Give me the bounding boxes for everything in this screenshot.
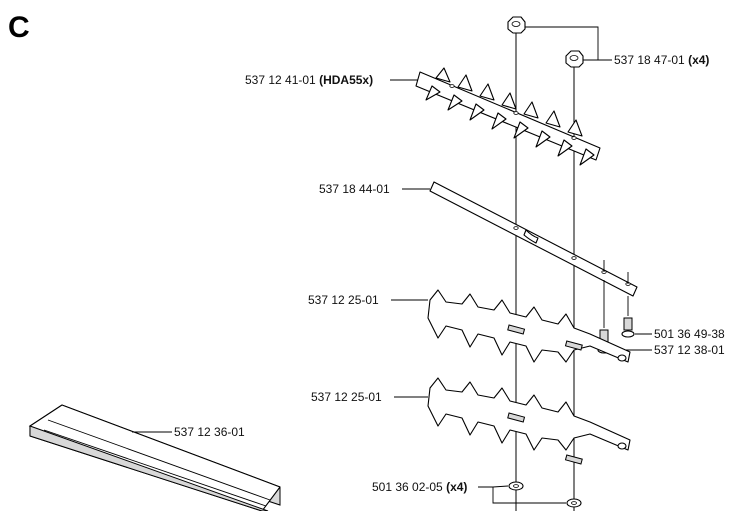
washer-right [566,498,582,508]
nut-leader [525,26,612,61]
screw-b-label: 537 12 38-01 [654,343,725,357]
flat-bar [429,181,638,297]
upper-blade [415,67,601,166]
nut-top-right [565,50,584,68]
upper-blade-label: 537 12 41-01 (HDA55x) [245,73,373,87]
middle-blade-label: 537 12 25-01 [308,293,379,307]
nut-top-left [507,16,526,34]
screw-a-label: 501 36 49-38 [654,327,725,341]
washer-leader [478,485,566,504]
guard-label: 537 12 36-01 [174,425,245,439]
section-letter: C [8,11,30,44]
middle-blade [427,289,631,363]
washer-label: 501 36 02-05 (x4) [372,480,467,494]
flat-bar-label: 537 18 44-01 [319,182,390,196]
blade-guard [28,404,281,511]
lower-blade [427,377,631,465]
lower-blade-label: 537 12 25-01 [311,390,382,404]
screw-a [621,296,635,338]
washer-left [508,481,524,491]
nut-label: 537 18 47-01 (x4) [614,53,709,67]
